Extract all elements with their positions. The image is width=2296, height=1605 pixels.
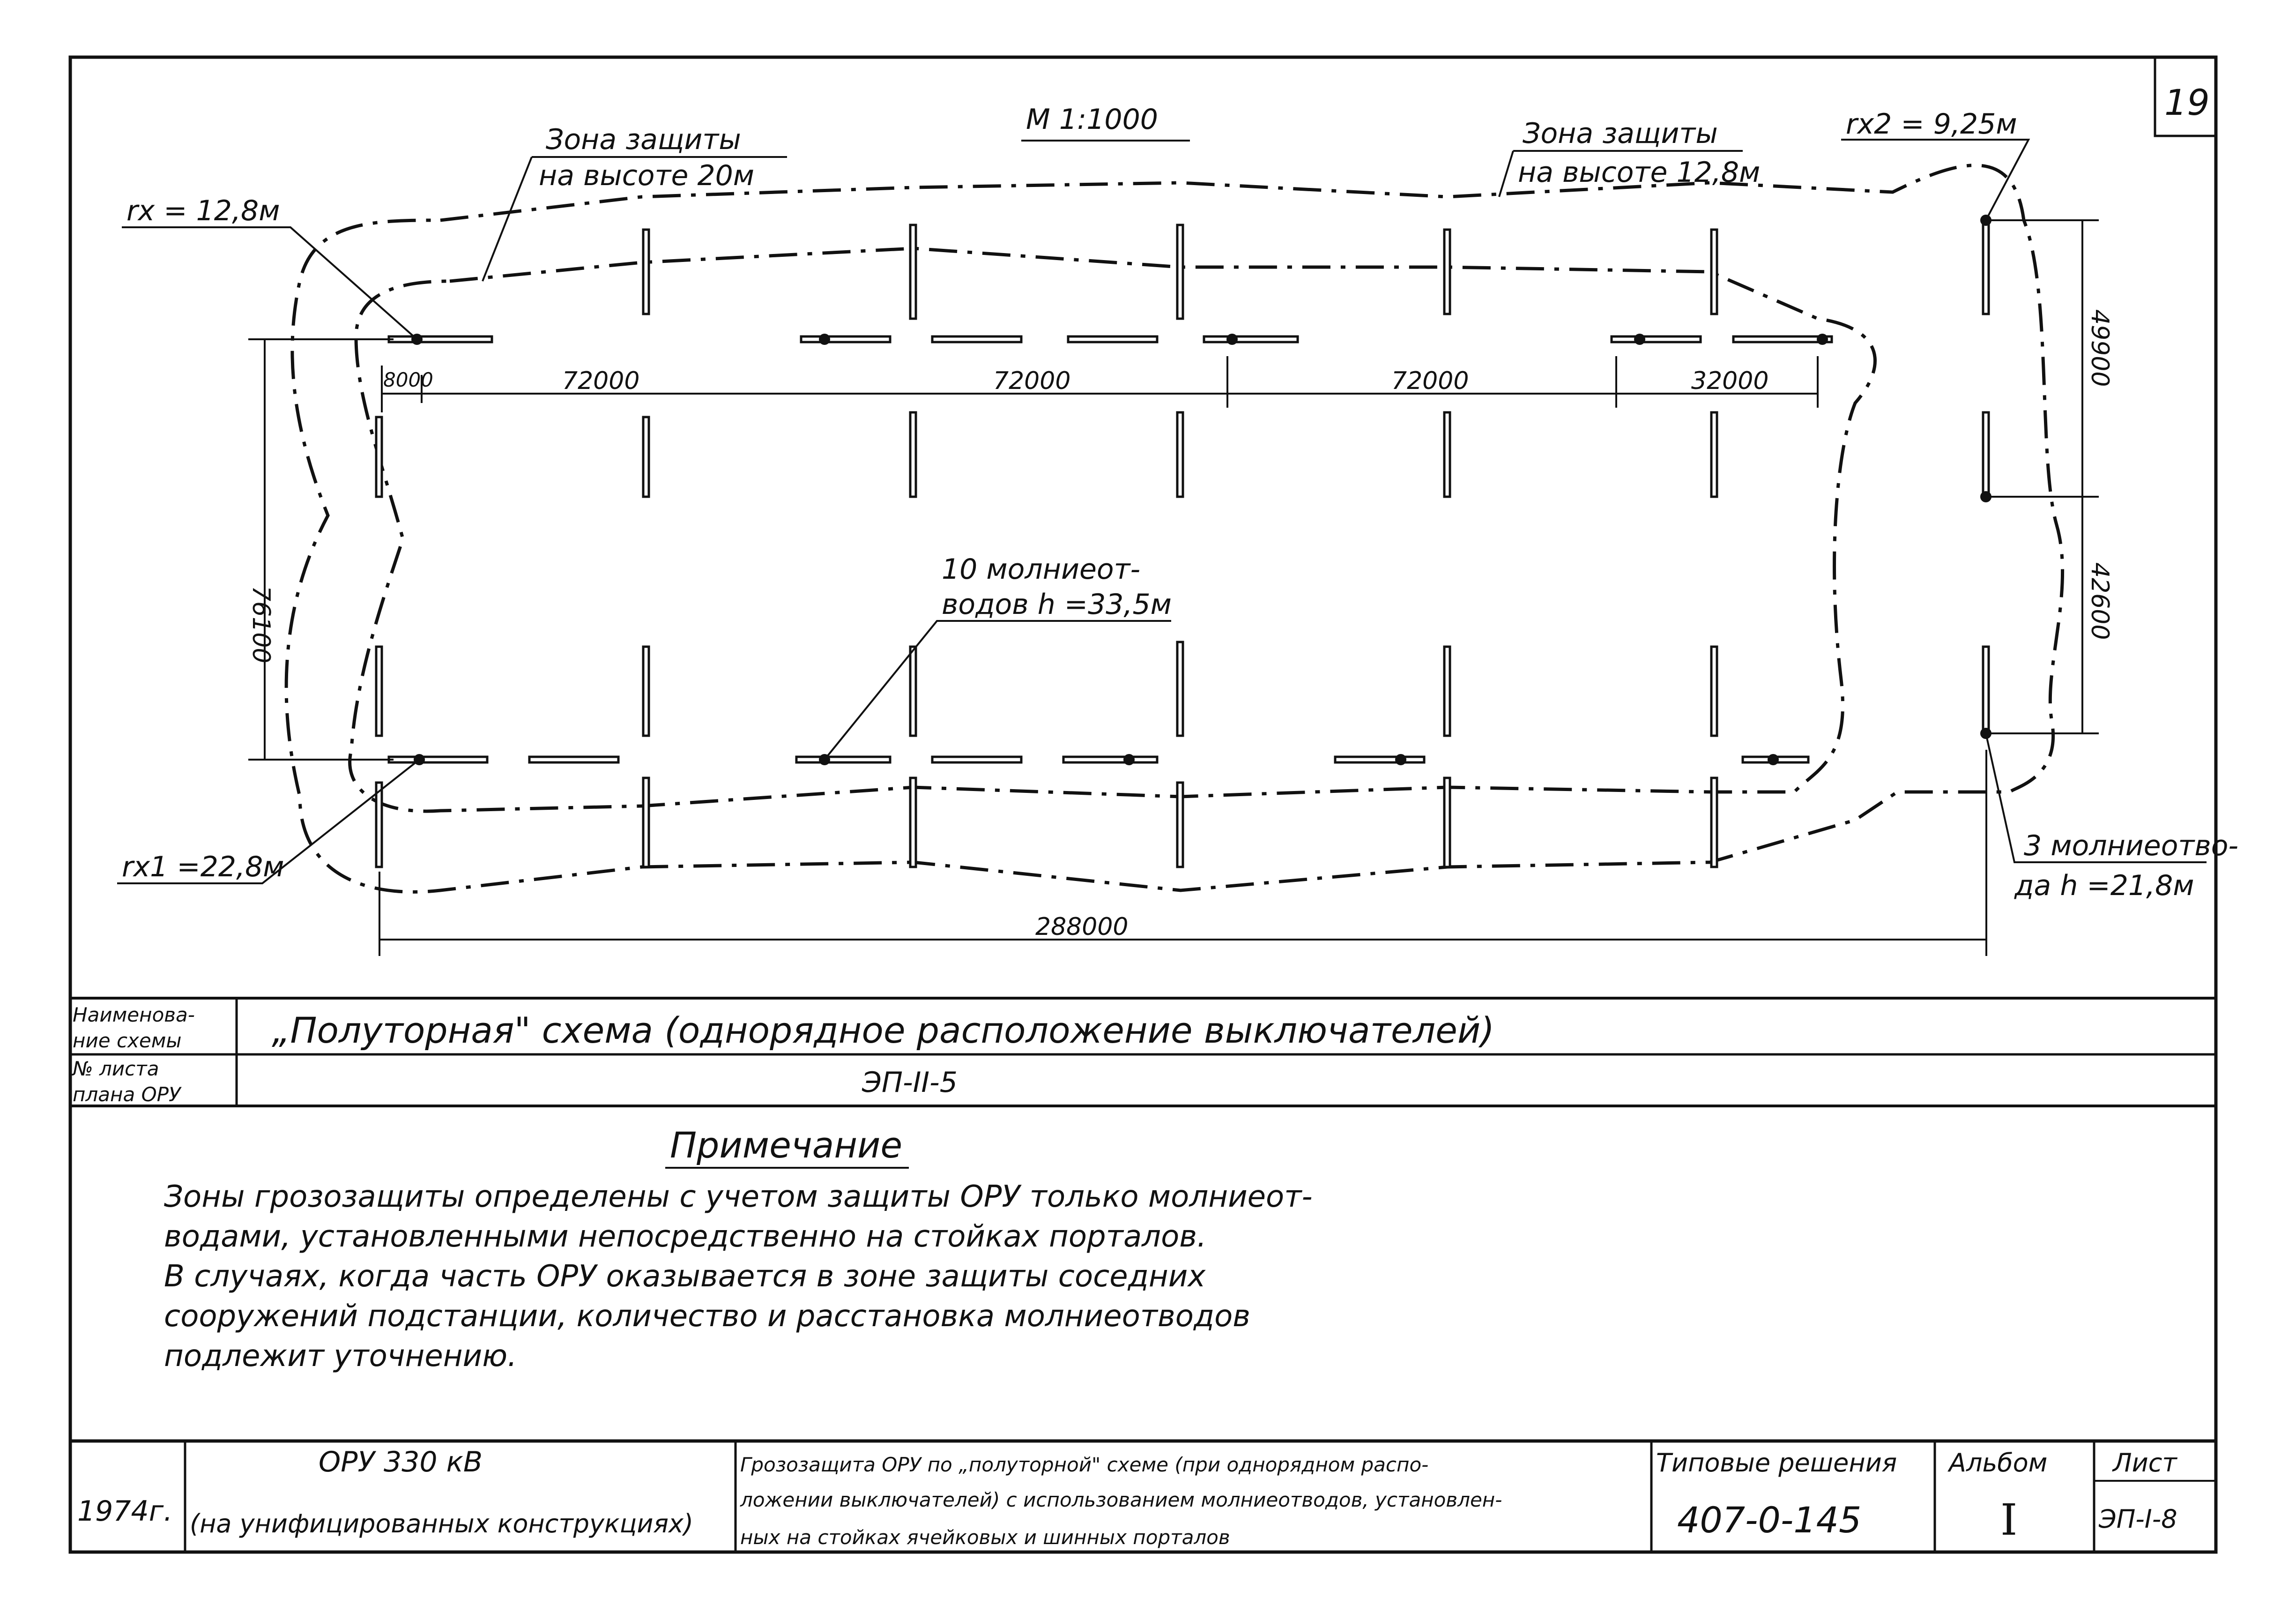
dim-72000-b: 72000: [993, 367, 1070, 395]
object-name-2: (на унифицированных конструкциях): [190, 1509, 693, 1538]
portal-row-bottom: [387, 755, 1810, 764]
dim-bottom: [379, 750, 1987, 956]
lightning-10-label-1: 10 молниеот-: [942, 553, 1140, 586]
sheet-number: 19: [2164, 82, 2210, 123]
sheet-plan-label-2: плана ОРУ: [73, 1083, 182, 1106]
note-line-3: В случаях, когда часть ОРУ оказывается в…: [164, 1259, 1206, 1294]
series-value: 407-0-145: [1677, 1499, 1861, 1541]
portal-row-top: [387, 335, 1833, 343]
dim-72000-a: 72000: [562, 367, 639, 395]
sheet-plan-label-1: № листа: [72, 1057, 159, 1080]
sheet-label: Лист: [2112, 1448, 2177, 1478]
dim-288000: 288000: [1035, 913, 1129, 941]
dim-42600: 42600: [2086, 562, 2114, 640]
zone-20-label-2: на высоте 20м: [539, 159, 754, 192]
rx-128-label: rx = 12,8м: [126, 194, 280, 227]
desc-line-3: ных на стойках ячейковых и шинных портал…: [740, 1526, 1230, 1549]
protection-zone-outer: [284, 164, 2065, 894]
sheet-number-box: [2154, 57, 2216, 137]
dim-76100: 76100: [247, 586, 275, 663]
protection-zone-inner: [348, 246, 1877, 813]
stands-lower: [375, 641, 1990, 737]
album-label: Альбом: [1947, 1448, 2047, 1478]
scale-label: М 1:1000: [1026, 103, 1158, 136]
stands-top: [642, 219, 1990, 320]
series-label: Типовые решения: [1656, 1448, 1897, 1478]
rx1-228-label: rx1 =22,8м: [122, 851, 284, 883]
stands-middle: [375, 411, 1990, 498]
dim-left: [248, 338, 394, 761]
dim-32000: 32000: [1691, 367, 1768, 395]
scheme-name-label-1: Наименова-: [73, 1003, 195, 1026]
dim-8000: 8000: [383, 368, 433, 391]
lightning-3-label-2: да h =21,8м: [2014, 869, 2194, 902]
zone-128-label-2: на высоте 12,8м: [1518, 156, 1760, 189]
dim-49900: 49900: [2086, 309, 2114, 387]
sheet-value: ЭП-I-8: [2098, 1504, 2177, 1534]
info-table: [70, 997, 2216, 1107]
rx2-925-leader: [1841, 139, 2030, 221]
note-title: Примечание: [670, 1124, 902, 1166]
lightning-3-label-1: 3 молниеотво-: [2024, 829, 2238, 862]
scheme-name-value: „Полуторная" схема (однорядное расположе…: [272, 1009, 1494, 1051]
lightning-10-label-2: водов h =33,5м: [942, 588, 1172, 621]
object-name-1: ОРУ 330 кВ: [319, 1446, 483, 1478]
year: 1974г.: [77, 1495, 172, 1528]
album-value: I: [2000, 1495, 2017, 1545]
scheme-name-label-2: ние схемы: [73, 1029, 182, 1052]
zone-20-label-1: Зона защиты: [546, 123, 741, 156]
stands-bottom: [375, 776, 1718, 868]
note-line-2: водами, установленными непосредственно н…: [164, 1219, 1206, 1254]
sheet-plan-value: ЭП-II-5: [862, 1066, 958, 1099]
dim-top: [381, 356, 1819, 412]
desc-line-2: ложении выключателей) с использованием м…: [740, 1488, 1502, 1511]
sheet-frame: [68, 55, 2218, 1554]
note-line-4: сооружений подстанции, количество и расс…: [164, 1299, 1250, 1334]
zone-128-label-1: Зона защиты: [1523, 117, 1718, 150]
rx-128-leader: [122, 226, 418, 340]
note-line-5: подлежит уточнению.: [164, 1339, 517, 1374]
lightning-10-leader: [824, 620, 1171, 761]
dim-72000-c: 72000: [1391, 367, 1469, 395]
dim-right: [1991, 219, 2099, 734]
rx1-228-leader: [117, 759, 420, 884]
zone-20-leader: [482, 157, 533, 282]
zone-128-leader: [1498, 150, 1514, 197]
note-line-1: Зоны грозозащиты определены с учетом защ…: [164, 1179, 1313, 1214]
desc-line-1: Грозозащита ОРУ по „полуторной" схеме (п…: [740, 1453, 1428, 1476]
title-block: [70, 1439, 2216, 1552]
lightning-3-leader: [1985, 733, 2207, 863]
lightning-rod-dots: [411, 215, 1991, 765]
rx2-925-label: rx2 = 9,25м: [1846, 108, 2017, 141]
